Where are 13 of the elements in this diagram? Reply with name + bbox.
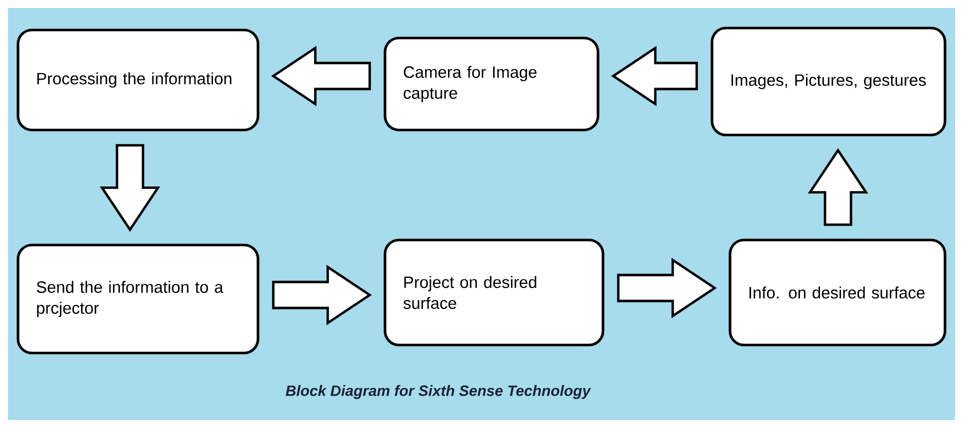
process-box: Project on desired surface <box>384 238 604 346</box>
block-arrow <box>100 144 160 232</box>
block-arrow <box>271 46 371 106</box>
process-box: Send the information to a prcjector <box>16 244 260 354</box>
block-arrow <box>617 258 717 318</box>
process-box: Info. on desired surface <box>728 238 946 346</box>
caption: Block Diagram for Sixth Sense Technology <box>286 385 592 399</box>
block-arrow <box>611 46 698 106</box>
block-arrow <box>808 148 868 226</box>
process-box: Processing the information <box>16 28 260 132</box>
process-box: Camera for Image capture <box>384 36 600 132</box>
process-box: Images, Pictures, gestures <box>710 26 946 136</box>
block-arrow <box>272 264 372 326</box>
